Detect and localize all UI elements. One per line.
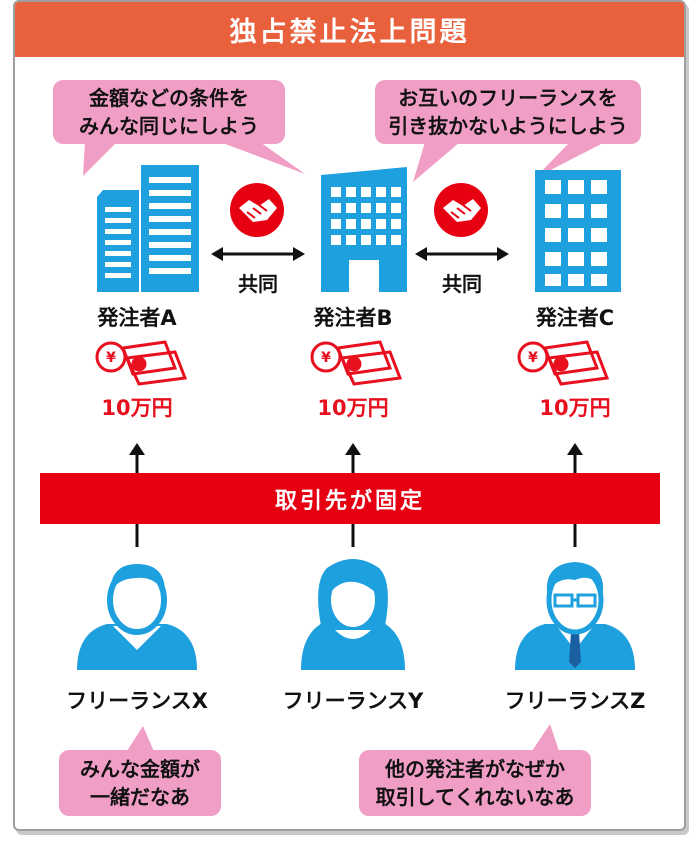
building-c-icon bbox=[535, 170, 621, 292]
freelancer-y-label: フリーランスY bbox=[282, 689, 424, 713]
bubble-text: 金額などの条件を bbox=[89, 86, 249, 110]
yen-mark-b: ¥ bbox=[321, 350, 331, 366]
diagram-graphics: ¥ ¥ ¥ bbox=[77, 142, 635, 754]
bubble-tail-right-a bbox=[413, 142, 460, 182]
joint-arrow-right bbox=[415, 247, 509, 261]
speech-bubble-bottom-left: みんな金額が 一緒だなあ bbox=[59, 750, 221, 816]
freelancer-z-label: フリーランスZ bbox=[504, 689, 646, 713]
handshake-icon-right bbox=[434, 183, 488, 237]
money-icon-a bbox=[95, 340, 188, 386]
speech-bubble-top-right: お互いのフリーランスを 引き抜かないようにしよう bbox=[375, 80, 641, 144]
bubble-tail-bottom-right bbox=[530, 724, 560, 754]
bubble-text: お互いのフリーランスを bbox=[398, 86, 618, 110]
bubble-tail-left-b bbox=[220, 142, 305, 174]
handshake-icon-left bbox=[230, 183, 284, 237]
building-b-icon bbox=[321, 167, 407, 292]
person-x-icon bbox=[77, 564, 197, 670]
freelancer-x-label: フリーランスX bbox=[66, 689, 208, 713]
bubble-tail-bottom-left bbox=[125, 726, 155, 754]
person-z-icon bbox=[515, 562, 635, 670]
bubble-tail-left bbox=[83, 142, 117, 176]
money-icon-b bbox=[310, 340, 403, 386]
bubble-text: 他の発注者がなぜか bbox=[385, 757, 565, 781]
building-a-icon bbox=[97, 165, 199, 292]
arrows-up bbox=[129, 443, 583, 547]
diagram-frame: 独占禁止法上問題 bbox=[13, 0, 686, 831]
joint-label-right: 共同 bbox=[442, 272, 482, 296]
bubble-text: 引き抜かないようにしよう bbox=[388, 114, 628, 138]
money-icon-c bbox=[517, 340, 610, 386]
yen-mark-a: ¥ bbox=[106, 350, 116, 366]
bubble-text: みんな同じにしよう bbox=[79, 114, 259, 138]
client-c-price: 10万円 bbox=[539, 396, 611, 420]
fixed-partner-bar: 取引先が固定 bbox=[40, 473, 660, 524]
client-a-label: 発注者A bbox=[97, 306, 177, 330]
joint-label-left: 共同 bbox=[238, 272, 278, 296]
yen-mark-c: ¥ bbox=[528, 350, 538, 366]
bubble-text: 取引してくれないなあ bbox=[375, 785, 575, 809]
client-c-label: 発注者C bbox=[535, 306, 615, 330]
speech-bubble-top-left: 金額などの条件を みんな同じにしよう bbox=[53, 80, 285, 144]
diagram-title: 独占禁止法上問題 bbox=[15, 2, 684, 57]
person-y-icon bbox=[301, 559, 405, 670]
bubble-text: みんな金額が bbox=[80, 757, 200, 781]
speech-bubble-bottom-right: 他の発注者がなぜか 取引してくれないなあ bbox=[359, 750, 591, 816]
joint-arrow-left bbox=[211, 247, 305, 261]
client-b-price: 10万円 bbox=[317, 396, 389, 420]
bubble-text: 一緒だなあ bbox=[90, 785, 190, 809]
client-a-price: 10万円 bbox=[101, 396, 173, 420]
client-b-label: 発注者B bbox=[313, 306, 393, 330]
bubble-tail-right-b bbox=[535, 142, 605, 178]
